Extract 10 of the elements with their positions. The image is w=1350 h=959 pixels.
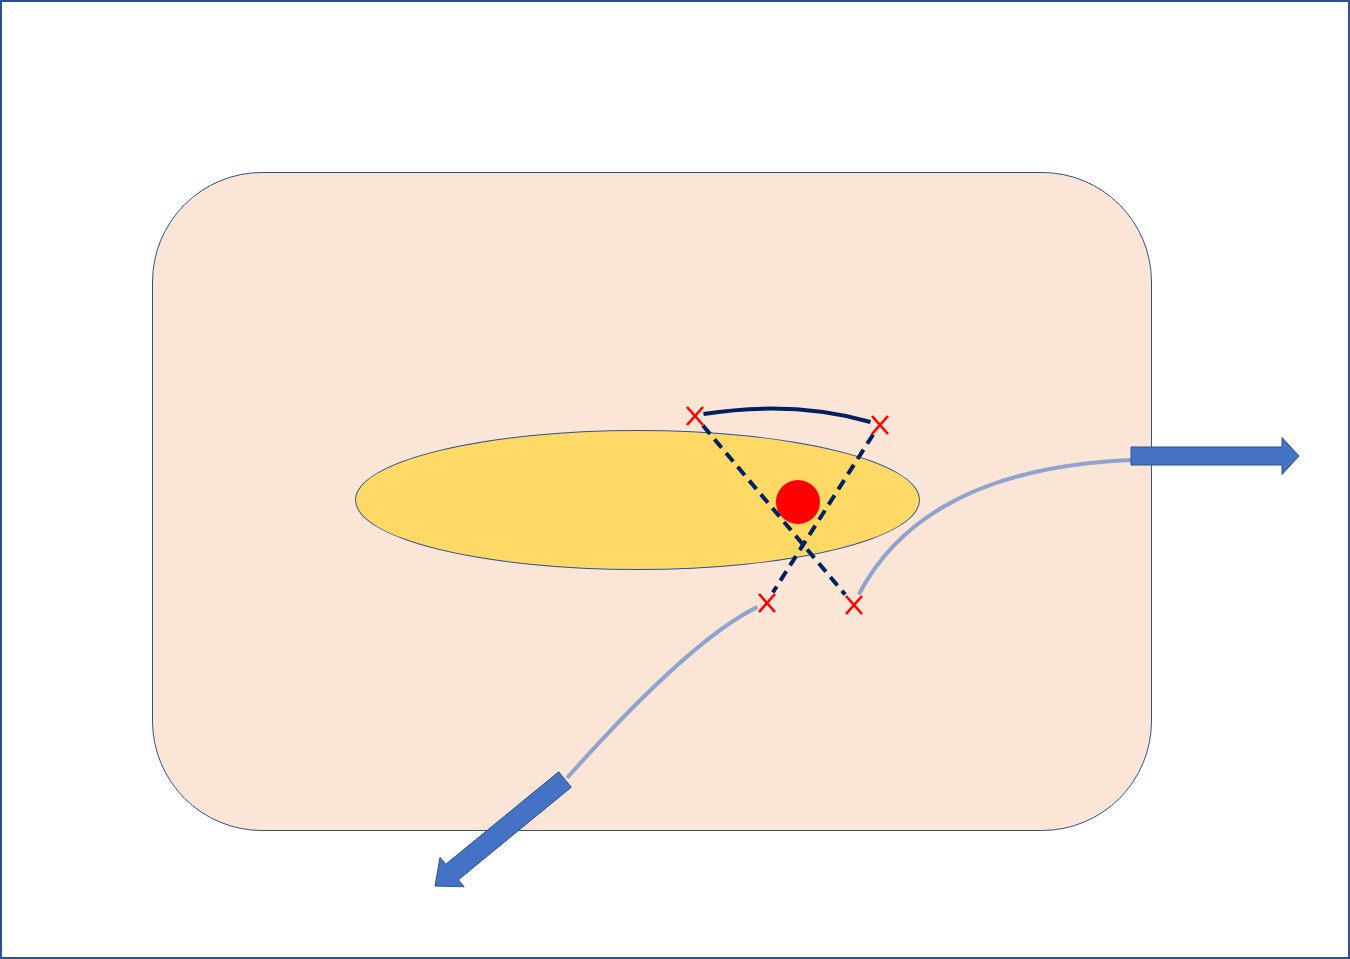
- dashed-line: [701, 424, 847, 596]
- cross-mark-icon: [757, 592, 776, 613]
- thread-line: [565, 605, 759, 780]
- cross-mark-icon: [685, 405, 704, 426]
- cross-mark-icon: [870, 414, 889, 435]
- cross-mark-icon: [844, 594, 863, 615]
- dot-icon: [776, 480, 820, 524]
- dashed-line: [771, 433, 875, 594]
- skin-panel: [152, 172, 1152, 831]
- suture-line: [703, 406, 871, 424]
